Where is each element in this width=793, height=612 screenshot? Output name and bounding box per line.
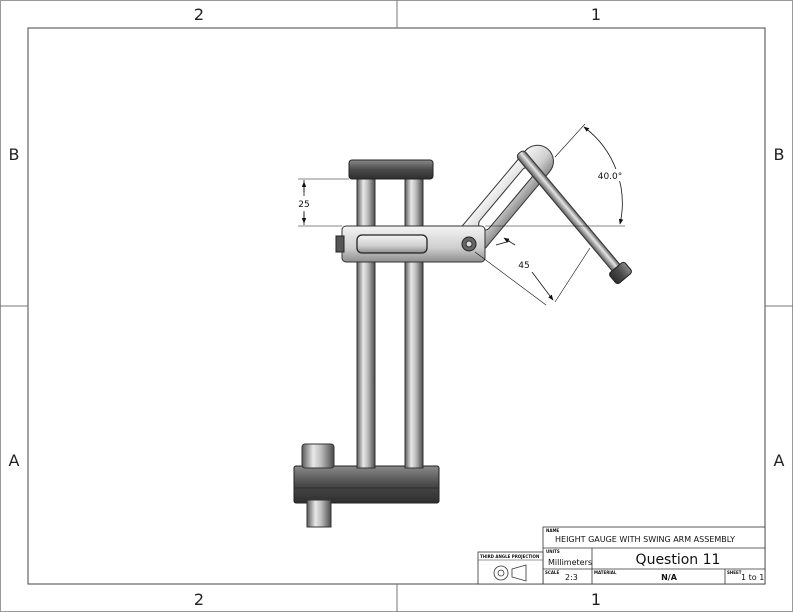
units-label: UNITS: [546, 549, 560, 554]
dimension-arm-length-label: 45: [518, 261, 529, 271]
probe-pin: [516, 150, 632, 285]
material-value: N/A: [661, 573, 678, 582]
right-rod: [404, 177, 424, 469]
zone-label-bottom-right: 1: [591, 590, 601, 609]
third-angle-projection-icon: [493, 564, 527, 582]
sheet-label: SHEET: [727, 570, 742, 575]
scale-label: SCALE: [545, 570, 559, 575]
zone-label-top-left: 2: [194, 5, 204, 24]
dimension-height-label: 25: [298, 200, 309, 210]
dimension-angle: 40.0°: [485, 123, 625, 227]
zone-label-left-upper: B: [9, 145, 20, 164]
question-title: Question 11: [636, 552, 721, 568]
projection-box: [477, 551, 544, 585]
units-value: Millimeters: [548, 558, 592, 567]
left-rod: [356, 177, 376, 469]
dimension-angle-label: 40.0°: [598, 172, 623, 182]
scale-value: 2:3: [565, 573, 578, 582]
material-label: MATERIAL: [594, 570, 617, 575]
dimension-height: 25: [298, 178, 349, 227]
zone-label-top-right: 1: [591, 5, 601, 24]
dimension-arm-length: 45: [474, 237, 591, 306]
name-label: NAME: [546, 528, 559, 533]
height-gauge-assembly: [293, 144, 632, 528]
name-value: HEIGHT GAUGE WITH SWING ARM ASSEMBLY: [555, 535, 735, 544]
zone-label-right-lower: A: [774, 451, 785, 470]
base-block: [293, 465, 440, 504]
zone-label-bottom-left: 2: [194, 590, 204, 609]
zone-label-left-lower: A: [9, 451, 20, 470]
projection-label: THIRD ANGLE PROJECTION: [480, 554, 539, 559]
base-upper-pin: [301, 443, 335, 469]
clamp-side-knob: [335, 235, 345, 253]
sheet-value: 1 to 1: [741, 573, 764, 582]
base-lower-pin: [306, 499, 332, 528]
zone-label-right-upper: B: [774, 145, 785, 164]
clamp-slot: [356, 234, 428, 254]
pivot-screw-head: [465, 240, 473, 248]
top-cap: [348, 159, 434, 180]
title-block: NAME HEIGHT GAUGE WITH SWING ARM ASSEMBL…: [477, 526, 766, 585]
